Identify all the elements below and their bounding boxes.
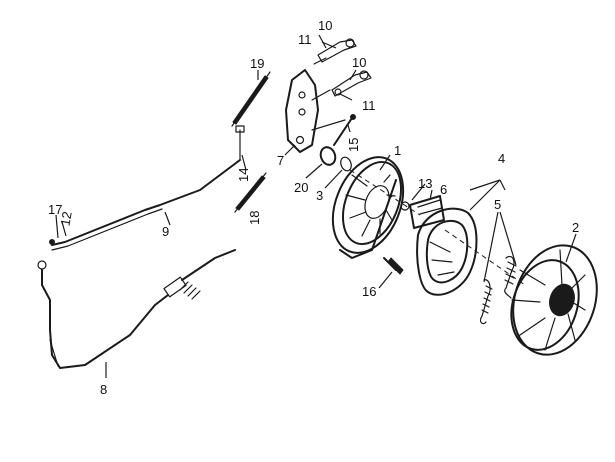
callout-2: 2 — [572, 220, 579, 235]
upper-brake-cable — [49, 159, 241, 251]
leader-lines — [55, 34, 577, 378]
callout-8: 8 — [100, 382, 107, 397]
callout-18: 18 — [247, 211, 262, 225]
bolt-set-lower — [331, 70, 372, 97]
callout-1: 1 — [394, 143, 401, 158]
brake-backing-plate — [331, 156, 405, 259]
callout-7: 7 — [277, 153, 284, 168]
washer-20 — [319, 146, 337, 166]
brake-shoes — [416, 207, 478, 296]
callout-11-upper: 11 — [298, 32, 312, 47]
return-spring-lower — [479, 279, 493, 325]
callout-15: 15 — [346, 138, 361, 152]
callout-13: 13 — [418, 176, 432, 191]
callout-12: 12 — [57, 210, 74, 227]
callout-6: 6 — [440, 182, 447, 197]
callout-16: 16 — [362, 284, 376, 299]
washer-3 — [340, 156, 352, 172]
bolt-15 — [333, 114, 356, 146]
spring-18 — [234, 172, 267, 213]
callout-20: 20 — [294, 180, 308, 195]
brake-drum — [510, 244, 598, 356]
cable-segment-14 — [235, 125, 245, 161]
callout-3: 3 — [316, 188, 323, 203]
lower-brake-cable — [37, 249, 236, 369]
callout-10-lower: 10 — [352, 55, 366, 70]
callout-11-lower: 11 — [362, 98, 376, 113]
callout-4: 4 — [498, 151, 505, 166]
return-spring-upper — [504, 255, 517, 299]
brake-arm — [285, 69, 346, 153]
callout-9: 9 — [162, 224, 169, 239]
spring-19 — [231, 71, 271, 127]
callout-5: 5 — [494, 197, 501, 212]
callout-14: 14 — [236, 168, 251, 182]
bolt-16 — [383, 257, 404, 275]
assembly-axis — [349, 169, 526, 286]
callout-17: 17 — [48, 202, 62, 217]
callout-10-upper: 10 — [318, 18, 332, 33]
callout-19: 19 — [250, 56, 264, 71]
bolt-set-upper — [313, 38, 357, 65]
